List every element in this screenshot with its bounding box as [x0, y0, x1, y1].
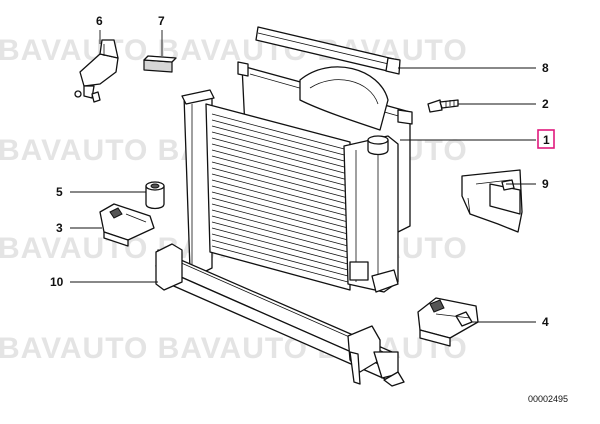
- part-9-side-bracket: [461, 169, 523, 233]
- part-7-rubber-mount: [143, 55, 177, 73]
- callout-5[interactable]: 5: [56, 185, 63, 199]
- callout-labels: 6 7 8 2 1 5 9 3 10 4: [50, 14, 555, 329]
- part-6-bracket: [74, 39, 119, 103]
- part-3-lower-mount: [99, 203, 155, 247]
- part-8-seal-strip: [255, 26, 401, 75]
- leader-lines: [70, 30, 536, 323]
- part-5-rubber-bushing: [145, 181, 165, 210]
- part-4-lower-mount: [417, 297, 479, 347]
- part-2-screw: [427, 99, 459, 113]
- callout-4[interactable]: 4: [542, 315, 549, 329]
- callout-1[interactable]: 1: [543, 133, 550, 147]
- callout-6[interactable]: 6: [96, 14, 103, 28]
- callout-8[interactable]: 8: [542, 61, 549, 75]
- callout-10[interactable]: 10: [50, 275, 64, 289]
- callout-2[interactable]: 2: [542, 97, 549, 111]
- callout-3[interactable]: 3: [56, 221, 63, 235]
- callout-7[interactable]: 7: [158, 14, 165, 28]
- radiator-fins: [211, 113, 349, 283]
- part-1-radiator: [181, 89, 399, 293]
- part-10-lower-carrier: [155, 243, 405, 387]
- callout-1-highlight-box: [537, 129, 555, 149]
- callout-9[interactable]: 9: [542, 177, 549, 191]
- drawing-number: 00002495: [528, 394, 568, 404]
